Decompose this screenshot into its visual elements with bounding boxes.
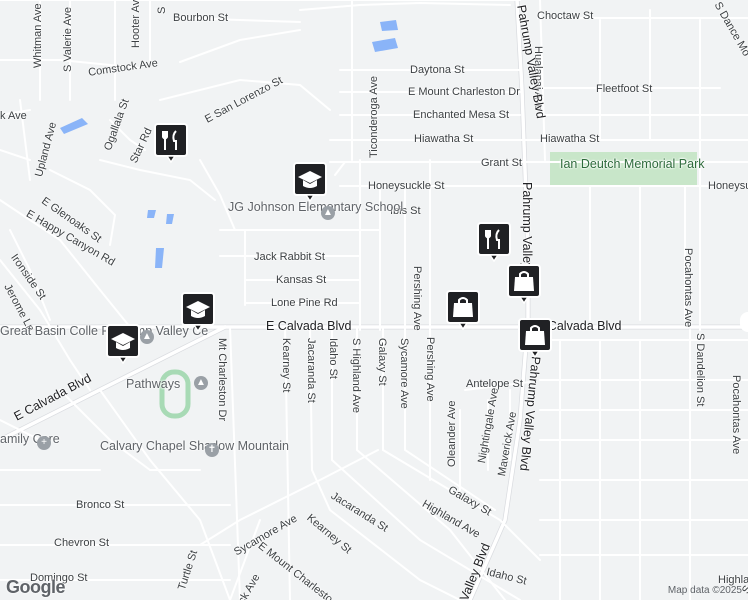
- shopping-bag-icon: [514, 271, 534, 291]
- google-logo[interactable]: Google: [6, 577, 66, 597]
- school-icon: [298, 171, 322, 188]
- street-label: Ticonderoga Ave: [368, 76, 380, 158]
- street-label: Oleander Ave: [446, 400, 458, 467]
- street-label: Jacaranda St: [305, 338, 317, 403]
- park-label: Ian Deutch Memorial Park: [560, 157, 705, 171]
- park-area: [550, 152, 697, 186]
- street-label: Pershing Ave: [424, 337, 436, 402]
- street-label: Jack Rabbit St: [254, 251, 325, 263]
- street-label: Pershing Ave: [411, 266, 423, 331]
- street-label: E Calvada Blvd: [266, 319, 352, 333]
- street-label: Honeysuckle St: [368, 180, 445, 192]
- street-label: Enchanted Mesa St: [413, 109, 510, 121]
- street-label: Galaxy St: [376, 338, 388, 386]
- street-label: Kearney St: [280, 338, 292, 393]
- street-label: Daytona St: [410, 64, 465, 76]
- street-label: S: [156, 6, 168, 14]
- water-pond: [380, 20, 398, 31]
- street-label: Chevron St: [54, 537, 110, 549]
- shopping-marker[interactable]: [446, 290, 480, 330]
- street-label: Honeysucl: [708, 180, 748, 192]
- water-pond: [60, 118, 88, 134]
- school-label: JG Johnson Elementary School: [228, 200, 404, 214]
- school-marker[interactable]: [106, 324, 140, 364]
- water-pond: [155, 248, 164, 268]
- street-label: Pocahontas Ave: [682, 248, 694, 328]
- street-label: Domingo St: [30, 572, 88, 584]
- street-label: Bronco St: [76, 499, 125, 511]
- street-label: Kansas St: [276, 274, 327, 286]
- street-label: S Highland Ave: [350, 338, 362, 414]
- street-label: E Mount Charleston Dr: [408, 86, 520, 98]
- school-icon: [186, 301, 210, 318]
- street-label: Ibis St: [390, 205, 421, 217]
- street-label: Hooter Ave: [130, 0, 142, 48]
- restaurant-marker[interactable]: [477, 222, 511, 262]
- school-marker[interactable]: [293, 162, 327, 202]
- college-label: Great Basin Colle Pahrump Valley Ce: [0, 324, 209, 338]
- church-icon[interactable]: ✝: [205, 443, 219, 457]
- street-label: Fleetfoot St: [596, 83, 653, 95]
- restaurant-marker[interactable]: [154, 123, 188, 163]
- street-label: Lone Pine Rd: [271, 297, 338, 309]
- map-attribution[interactable]: Map data ©2025: [667, 585, 742, 596]
- street-label: S Valerie Ave: [62, 6, 74, 72]
- street-label: Hiawatha St: [414, 133, 474, 145]
- school-icon[interactable]: ▲: [194, 376, 208, 390]
- shopping-marker[interactable]: [518, 318, 552, 358]
- street-label: Hiawatha St: [540, 133, 600, 145]
- street-label: Bourbon St: [173, 12, 229, 24]
- school-icon[interactable]: ▲: [321, 206, 335, 220]
- shopping-marker[interactable]: [507, 264, 541, 304]
- restaurant-icon: [485, 229, 500, 249]
- street-label: Whitman Ave: [32, 3, 44, 68]
- school-icon[interactable]: ▲: [140, 330, 154, 344]
- street-label: Grant St: [481, 157, 522, 169]
- street-label: Mt Charleston Dr: [216, 338, 228, 422]
- street-label: Sycamore Ave: [398, 338, 410, 409]
- shopping-bag-icon: [525, 325, 545, 345]
- street-label: Choctaw St: [537, 10, 594, 22]
- school-marker[interactable]: [181, 292, 215, 332]
- street-label: Idaho St: [327, 338, 339, 379]
- street-label: S Dandelion St: [694, 333, 706, 407]
- street-label: Pocahontas Ave: [730, 375, 742, 455]
- track: [159, 369, 191, 419]
- water-pond: [166, 214, 174, 224]
- school-icon: [111, 333, 135, 350]
- street-label: Highla: [718, 574, 748, 586]
- street-label: E Calvada Blvd: [536, 319, 622, 333]
- church-label: Calvary Chapel Shadow Mountain: [100, 439, 289, 453]
- edge-marker[interactable]: [740, 312, 748, 332]
- pathways-label: Pathways: [126, 377, 181, 391]
- restaurant-icon: [162, 130, 177, 150]
- shopping-bag-icon: [453, 297, 473, 317]
- water-pond: [147, 210, 156, 218]
- street-label: Antelope St: [466, 378, 523, 390]
- clinic-icon[interactable]: +: [37, 436, 51, 450]
- water-pond: [372, 38, 398, 52]
- street-label: k Ave: [0, 110, 27, 122]
